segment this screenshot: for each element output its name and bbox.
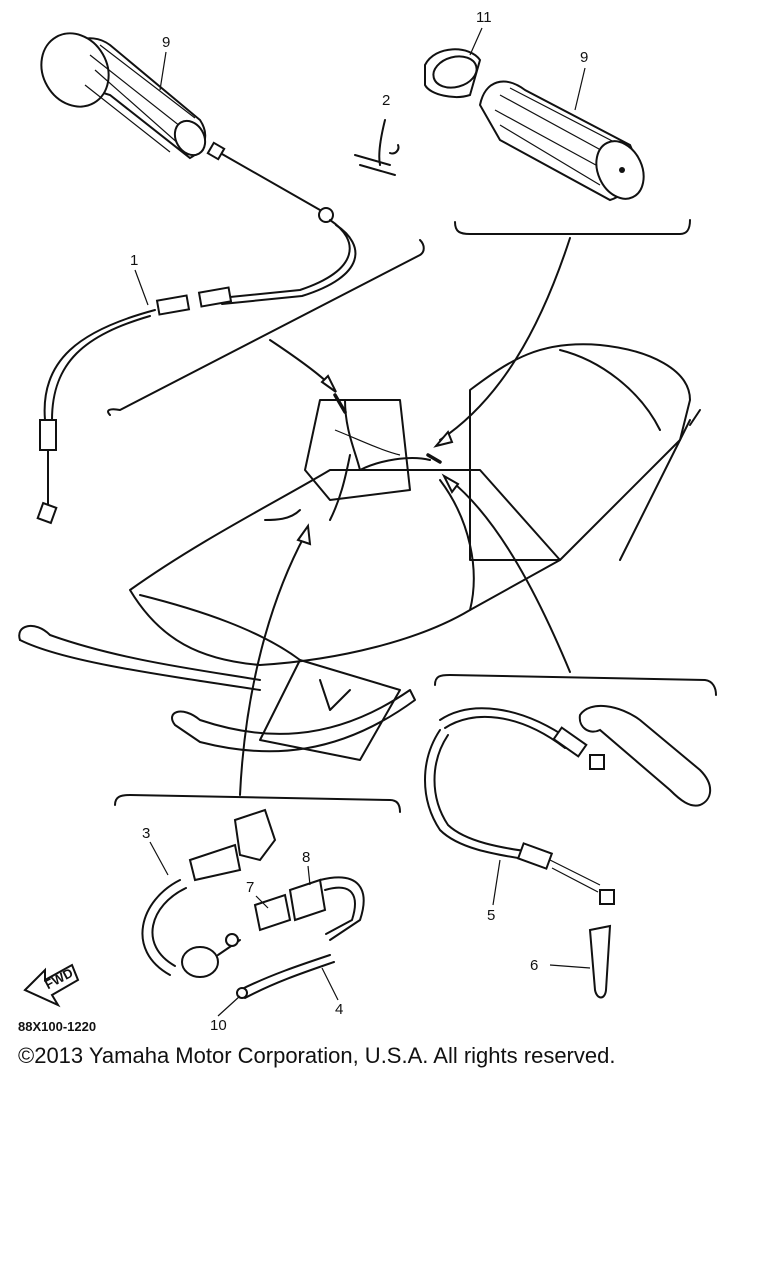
callout-3: 3	[142, 825, 150, 842]
callout-1: 1	[130, 252, 138, 269]
pointer-arrows	[239, 237, 571, 796]
fwd-arrow: FWD	[23, 963, 80, 1008]
callouts: 9 9 11 2 1 3 7 8 4 10 5 6	[130, 9, 591, 1034]
callout-8: 5	[487, 907, 495, 924]
bracket-lines	[107, 219, 717, 813]
collar-ring	[424, 48, 482, 98]
callout-2: 2	[382, 92, 390, 109]
callout-5: 7	[246, 879, 254, 896]
callout-11: 11	[476, 9, 492, 26]
brake-cable-assembly	[424, 704, 712, 999]
throttle-cable	[36, 141, 357, 525]
callout-6: 8	[302, 849, 310, 866]
callout-10: 6	[530, 957, 538, 974]
part-code: 88X100-1220	[18, 1019, 96, 1034]
right-grip	[478, 80, 645, 202]
left-grip	[40, 32, 207, 160]
callout-7: 10	[210, 1017, 227, 1034]
callout-4: 4	[335, 1001, 343, 1018]
copyright-notice: ©2013 Yamaha Motor Corporation, U.S.A. A…	[18, 1043, 616, 1068]
callout-9-right: 9	[580, 49, 588, 66]
parts-diagram: FWD 9 9 11 2 1 3 7 8 4 10 5 6 88X100-122…	[18, 9, 717, 1034]
kill-switch-assembly	[141, 808, 365, 999]
snowmobile-illustration	[18, 343, 701, 761]
clip-part	[354, 119, 400, 176]
callout-9-left: 9	[162, 34, 170, 51]
